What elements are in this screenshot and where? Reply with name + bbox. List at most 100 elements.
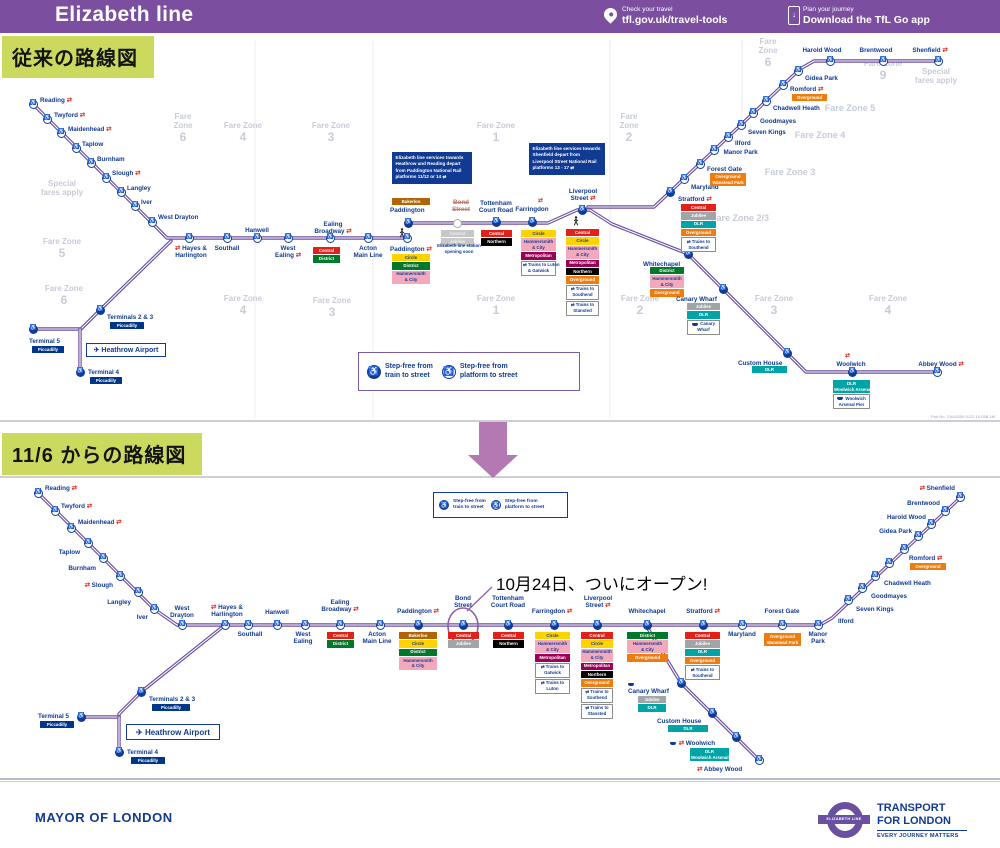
wheelchair-icon: ♿: [504, 621, 512, 628]
badges-romford: Overground: [792, 94, 827, 102]
badge-central: Central: [685, 632, 720, 640]
wheelchair-icon: ♿: [708, 709, 716, 716]
station-label-terminal-4: Terminal 4: [88, 369, 120, 376]
tfl-line1: TRANSPORT: [877, 802, 946, 814]
station-canary-wharf: ♿: [676, 678, 686, 688]
badge-jubilee: Jubilee: [687, 303, 720, 311]
badge-northern: Northern: [581, 670, 613, 679]
wheelchair-icon: ♿: [724, 133, 732, 140]
station-ilford: ♿: [723, 132, 733, 142]
wheelchair-icon: ♿: [221, 621, 229, 628]
station-seven-kings: ♿: [736, 120, 746, 130]
station-langley: ♿: [133, 587, 143, 597]
wheelchair-icon: ♿: [783, 349, 791, 356]
station-taplow: ♿: [83, 538, 93, 548]
phone-app-icon: ↓: [788, 6, 800, 25]
station-romford: ♿: [778, 80, 788, 90]
travel-tools-link[interactable]: tfl.gov.uk/travel-tools: [622, 14, 728, 26]
wheelchair-icon: ♿: [34, 489, 42, 496]
wheelchair-icon: ♿: [223, 234, 231, 241]
badge-northern: Northern: [493, 640, 524, 648]
wheelchair-icon: ♿: [96, 306, 104, 313]
tfl-go-app-link[interactable]: Download the TfL Go app: [803, 14, 930, 26]
page-title: Elizabeth line: [55, 3, 194, 26]
station-label-gidea-park: Gidea Park: [879, 528, 912, 535]
station-romford: ♿: [899, 544, 909, 554]
wheelchair-icon: ♿: [858, 584, 866, 591]
wheelchair-icon: ♿: [738, 621, 746, 628]
station-brentwood: ♿: [878, 56, 888, 66]
station-slough: ♿: [115, 571, 125, 581]
badges-terminals-2-and-3: Piccadilly: [110, 322, 144, 330]
station-terminal-5: ♿: [28, 324, 38, 334]
wheelchair-icon: ♿: [643, 621, 651, 628]
wheelchair-icon: ♿: [185, 234, 193, 241]
badges-terminal-4: Piccadilly: [90, 377, 122, 385]
badge-bakerloo: Bakerloo: [399, 632, 437, 640]
down-arrow: [468, 422, 518, 478]
station-label-maryland: Maryland: [728, 631, 756, 638]
station-gidea-park: ♿: [913, 531, 923, 541]
station-label-harold-wood: Harold Wood: [886, 514, 926, 521]
badge-district: District: [327, 640, 354, 648]
badges-romford: Overground: [910, 563, 946, 571]
station-shenfield: ♿: [933, 56, 943, 66]
badge-closed: Central: [441, 230, 474, 238]
station-goodmayes: ♿: [870, 571, 880, 581]
badge-jubilee: Jubilee: [681, 212, 716, 220]
service-notice: Elizabeth line services towards Heathrow…: [392, 152, 472, 184]
wheelchair-icon: ♿: [102, 174, 110, 181]
wheelchair-icon: ♿: [680, 175, 688, 182]
national-rail-icon: ⇄: [538, 198, 544, 204]
badge-jubilee: Jubilee: [448, 640, 479, 648]
wheelchair-icon: ♿: [826, 57, 834, 64]
station-label-iver: Iver: [136, 614, 148, 621]
legend-text: train to street: [453, 505, 484, 510]
station-label-slough: Slough ⇄: [112, 170, 141, 177]
station-terminal-4: ♿: [75, 367, 85, 377]
badge-jubilee: Jubilee: [638, 696, 666, 704]
badge-piccadilly: Piccadilly: [40, 721, 74, 729]
station-label-goodmayes: Goodmayes: [871, 593, 908, 600]
station-bond-street-closed: [452, 218, 462, 228]
station-woolwich: ♿: [847, 367, 857, 377]
station-seven-kings: ♿: [857, 583, 867, 593]
station-custom-house: ♿: [782, 348, 792, 358]
badges-terminal-5: Piccadilly: [32, 346, 64, 354]
badge-circle: Circle: [581, 640, 613, 648]
wheelchair-icon: ♿: [253, 234, 261, 241]
mayor-of-london-logo: MAYOR OF LONDON: [35, 810, 173, 825]
badge-dlr: DLR: [668, 725, 708, 733]
wheelchair-icon: ♿: [684, 250, 692, 257]
wheelchair-icon: ♿: [879, 57, 887, 64]
badge-hc: Hammersmith& City: [535, 640, 570, 654]
wheelchair-icon: ♿: [779, 81, 787, 88]
badge-hc: Hammersmith& City: [521, 238, 556, 252]
station-brentwood: ♿: [940, 506, 950, 516]
tfl-motto: EVERY JOURNEY MATTERS: [877, 832, 959, 839]
badge-overground: Overground: [581, 679, 613, 687]
wheelchair-icon: ♿: [67, 524, 75, 531]
station-slough: ♿: [101, 173, 111, 183]
station-shenfield: ♿: [955, 492, 965, 502]
tfl-rule: [877, 829, 967, 831]
